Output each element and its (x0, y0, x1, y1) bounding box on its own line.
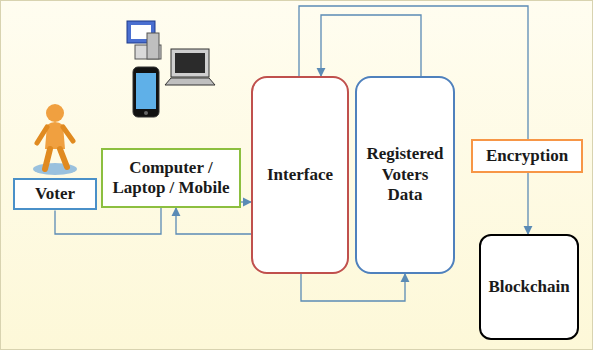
interface-box: Interface (251, 76, 349, 274)
node-label: Encryption (486, 146, 568, 166)
connector (321, 15, 421, 76)
actor-box: Voter (13, 178, 97, 210)
connector (241, 201, 251, 202)
connector (55, 208, 161, 234)
connector (176, 208, 251, 234)
connector (301, 274, 405, 301)
voter-figure (33, 104, 77, 175)
node-label: Voter (35, 184, 75, 204)
device-box: Computer / Laptop / Mobile (101, 148, 241, 208)
node-label: Blockchain (488, 277, 569, 297)
node-label: Computer / Laptop / Mobile (109, 158, 233, 199)
node-label: Interface (267, 165, 333, 185)
connector (527, 173, 528, 234)
node-label: Registered Voters Data (363, 144, 447, 205)
process-box: Encryption (471, 139, 583, 173)
mobile-icon (133, 67, 159, 117)
database-box: Registered Voters Data (355, 76, 455, 274)
desktop-icon (127, 21, 161, 59)
laptop-icon (165, 49, 215, 85)
storage-box: Blockchain (479, 234, 579, 340)
